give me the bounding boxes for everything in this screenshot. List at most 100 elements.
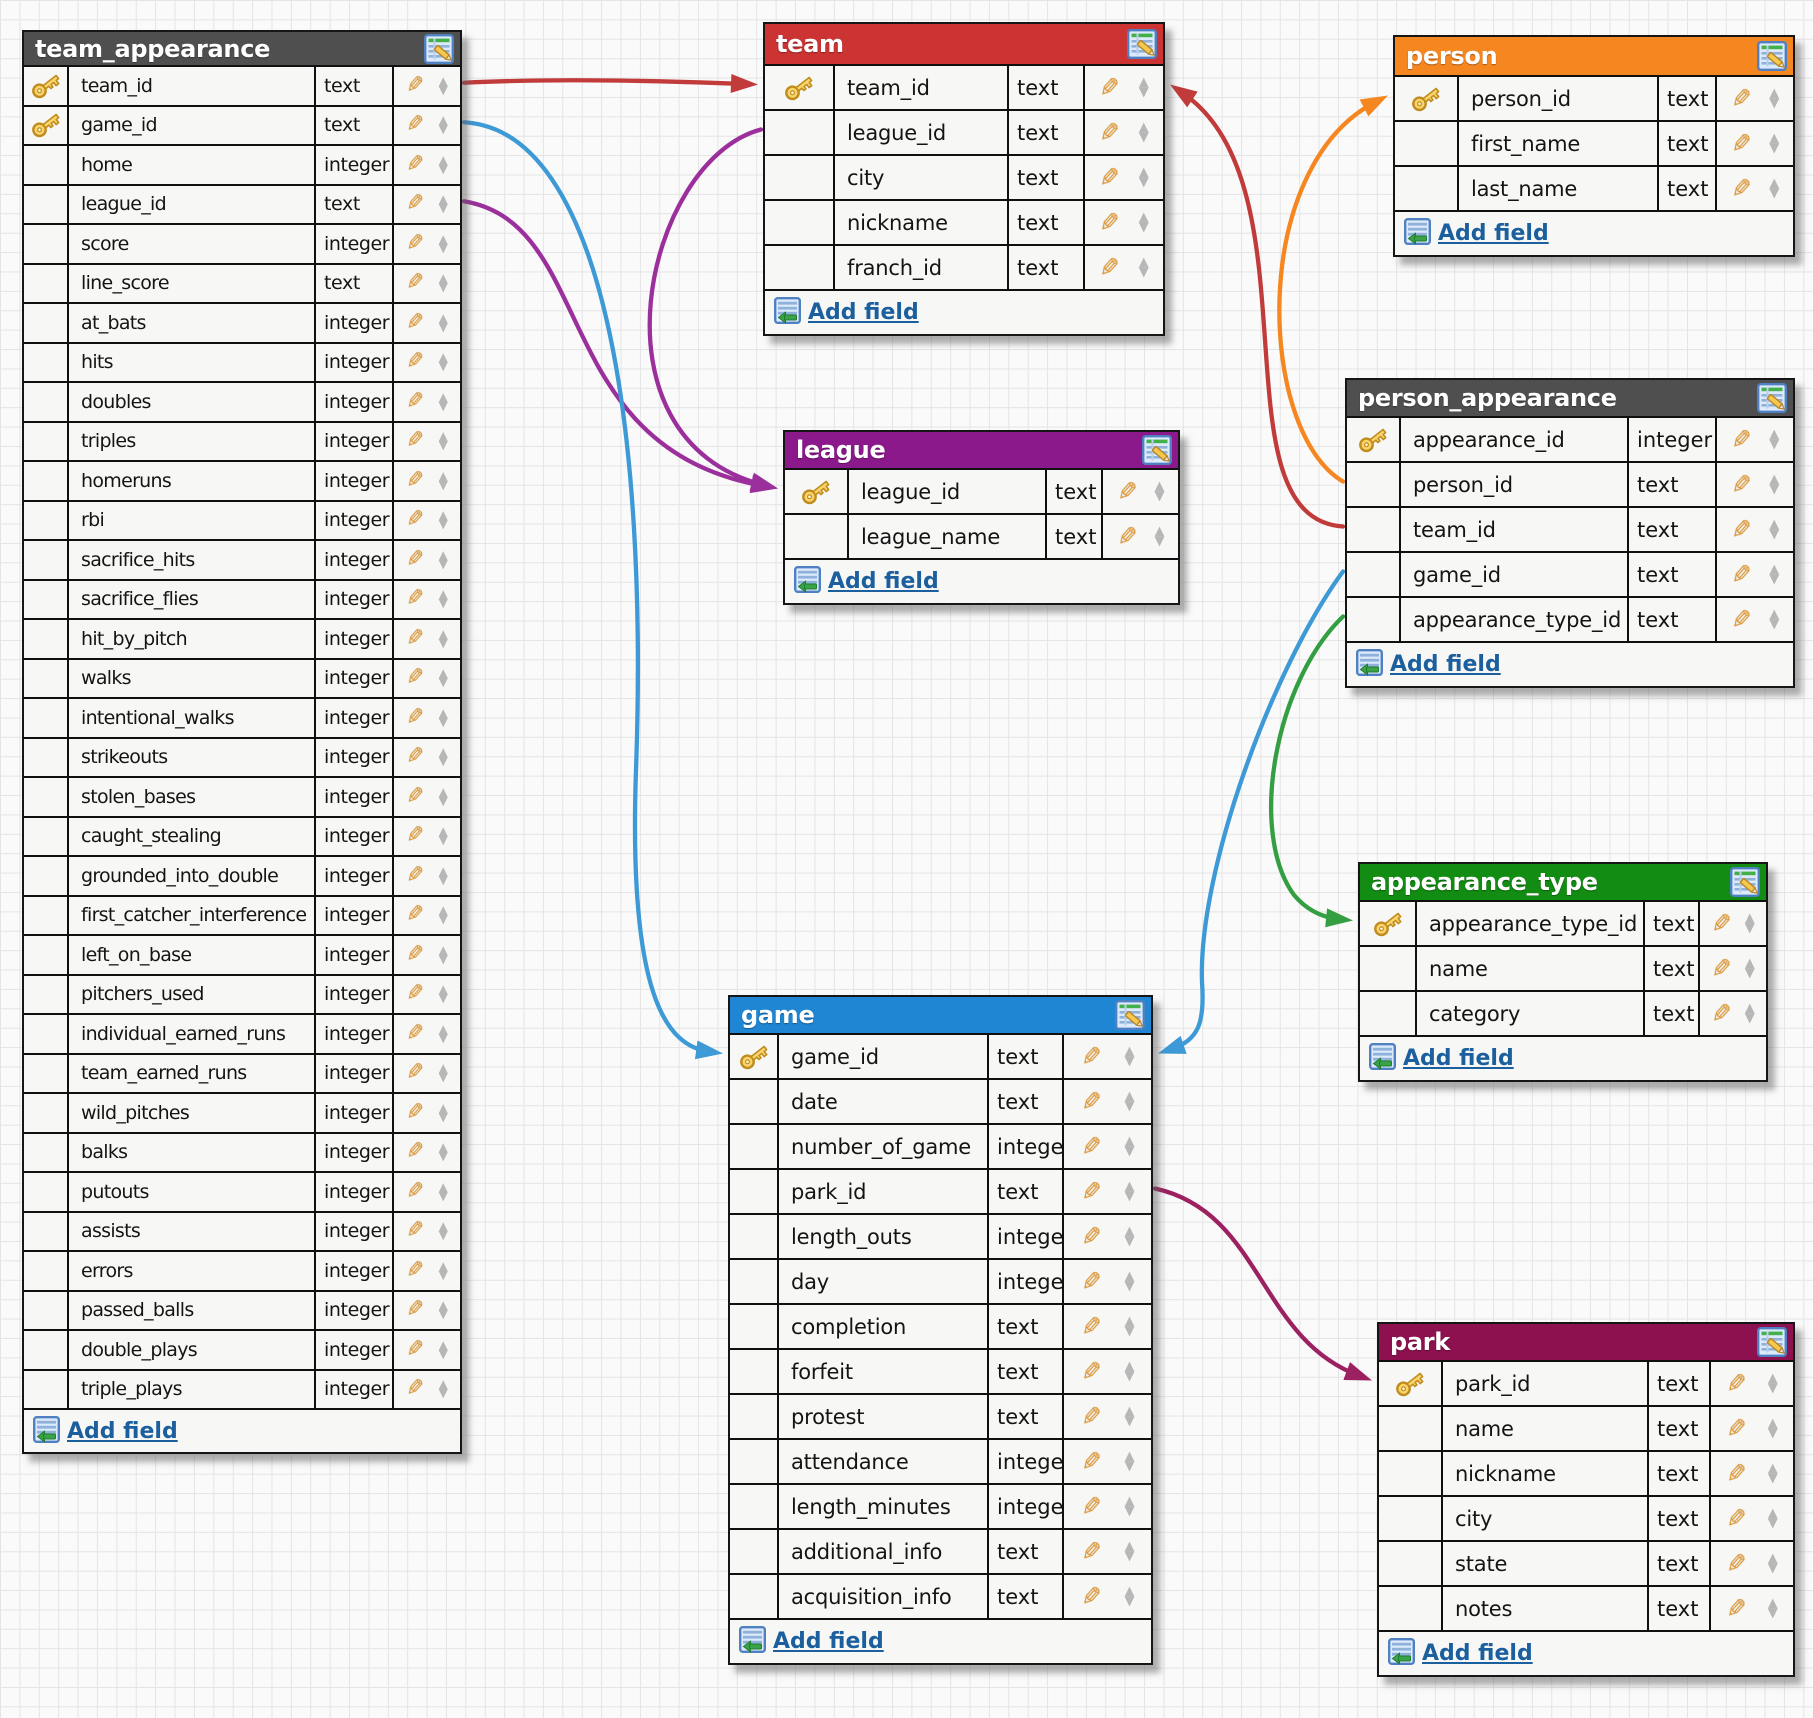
reorder-field-control[interactable]: ▲▼ [439, 588, 448, 609]
edit-field-icon[interactable]: ✎ [1725, 1458, 1748, 1489]
edit-field-icon[interactable]: ✎ [405, 151, 426, 178]
edit-field-icon[interactable]: ✎ [405, 506, 426, 533]
sort-up-icon[interactable]: ▲ [438, 1298, 448, 1313]
sort-down-icon[interactable]: ▼ [1124, 1098, 1135, 1114]
sort-up-icon[interactable]: ▲ [1124, 1223, 1135, 1239]
edit-field-icon[interactable]: ✎ [405, 467, 426, 494]
reorder-field-control[interactable]: ▲▼ [439, 391, 448, 412]
sort-down-icon[interactable]: ▼ [1154, 533, 1165, 549]
sort-up-icon[interactable]: ▲ [1767, 1370, 1778, 1386]
table-header-park[interactable]: park [1379, 1324, 1793, 1360]
sort-up-icon[interactable]: ▲ [438, 666, 448, 681]
edit-field-icon[interactable]: ✎ [405, 72, 426, 99]
reorder-field-control[interactable]: ▲▼ [1154, 480, 1164, 502]
edit-field-icon[interactable]: ✎ [1098, 162, 1121, 193]
edit-field-icon[interactable]: ✎ [1725, 1413, 1748, 1444]
sort-down-icon[interactable]: ▼ [438, 1346, 448, 1361]
edit-field-icon[interactable]: ✎ [1725, 1593, 1748, 1624]
edit-field-icon[interactable]: ✎ [1730, 173, 1753, 204]
reorder-field-control[interactable]: ▲▼ [1124, 1223, 1135, 1247]
reorder-field-control[interactable]: ▲▼ [439, 1062, 448, 1083]
sort-up-icon[interactable]: ▲ [1124, 1178, 1135, 1194]
edit-field-icon[interactable]: ✎ [1710, 998, 1733, 1029]
sort-down-icon[interactable]: ▼ [1767, 1560, 1778, 1576]
sort-up-icon[interactable]: ▲ [1124, 1133, 1135, 1149]
edit-table-icon[interactable] [1730, 867, 1760, 897]
sort-up-icon[interactable]: ▲ [1767, 1415, 1778, 1431]
sort-down-icon[interactable]: ▼ [1767, 1470, 1778, 1486]
edit-table-icon[interactable] [424, 33, 454, 64]
sort-down-icon[interactable]: ▼ [438, 359, 448, 374]
sort-up-icon[interactable]: ▲ [438, 1021, 448, 1036]
edit-field-icon[interactable]: ✎ [405, 1059, 426, 1086]
reorder-field-control[interactable]: ▲▼ [1769, 428, 1779, 450]
sort-up-icon[interactable]: ▲ [1124, 1088, 1135, 1104]
reorder-field-control[interactable]: ▲▼ [1769, 608, 1779, 630]
edit-field-icon[interactable]: ✎ [1079, 1131, 1103, 1162]
reorder-field-control[interactable]: ▲▼ [439, 1141, 448, 1162]
sort-down-icon[interactable]: ▼ [438, 991, 448, 1006]
table-header-game[interactable]: game [730, 997, 1151, 1033]
sort-up-icon[interactable]: ▲ [1124, 1403, 1135, 1419]
reorder-field-control[interactable]: ▲▼ [1767, 1552, 1778, 1576]
sort-down-icon[interactable]: ▼ [1124, 1548, 1135, 1564]
sort-up-icon[interactable]: ▲ [438, 705, 448, 720]
edit-field-icon[interactable]: ✎ [1710, 908, 1733, 939]
sort-down-icon[interactable]: ▼ [438, 951, 448, 966]
table-header-league[interactable]: league [785, 432, 1178, 468]
edit-field-icon[interactable]: ✎ [1115, 521, 1139, 552]
edit-field-icon[interactable]: ✎ [405, 111, 426, 138]
sort-up-icon[interactable]: ▲ [1138, 119, 1149, 135]
add-field-link[interactable]: Add field [1369, 1043, 1514, 1074]
edit-table-icon[interactable] [1757, 1327, 1787, 1357]
sort-up-icon[interactable]: ▲ [438, 1219, 448, 1234]
reorder-field-control[interactable]: ▲▼ [1124, 1403, 1135, 1427]
edit-field-icon[interactable]: ✎ [1730, 128, 1753, 159]
sort-down-icon[interactable]: ▼ [1124, 1593, 1135, 1609]
sort-up-icon[interactable]: ▲ [438, 1100, 448, 1115]
sort-down-icon[interactable]: ▼ [1769, 481, 1780, 497]
edit-field-icon[interactable]: ✎ [405, 190, 426, 217]
reorder-field-control[interactable]: ▲▼ [438, 1219, 448, 1241]
edit-field-icon[interactable]: ✎ [405, 269, 426, 296]
sort-down-icon[interactable]: ▼ [1124, 1053, 1135, 1069]
reorder-field-control[interactable]: ▲▼ [1745, 957, 1755, 979]
reorder-field-control[interactable]: ▲▼ [439, 75, 448, 96]
reorder-field-control[interactable]: ▲▼ [439, 233, 448, 254]
sort-up-icon[interactable]: ▲ [438, 903, 448, 918]
add-field-link[interactable]: Add field [1404, 218, 1549, 249]
sort-up-icon[interactable]: ▲ [1124, 1313, 1135, 1329]
reorder-field-control[interactable]: ▲▼ [439, 786, 448, 807]
reorder-field-control[interactable]: ▲▼ [1769, 473, 1780, 497]
reorder-field-control[interactable]: ▲▼ [439, 1378, 448, 1399]
edit-table-icon[interactable] [1127, 29, 1157, 59]
sort-down-icon[interactable]: ▼ [1767, 1605, 1778, 1621]
edit-field-icon[interactable]: ✎ [405, 1336, 426, 1363]
reorder-field-control[interactable]: ▲▼ [439, 1181, 448, 1202]
sort-up-icon[interactable]: ▲ [1154, 523, 1165, 539]
edit-field-icon[interactable]: ✎ [405, 427, 426, 454]
reorder-field-control[interactable]: ▲▼ [1124, 1360, 1134, 1382]
edit-field-icon[interactable]: ✎ [405, 822, 426, 849]
edit-table-icon[interactable] [1115, 1000, 1145, 1030]
edit-table-icon[interactable] [1757, 383, 1787, 413]
